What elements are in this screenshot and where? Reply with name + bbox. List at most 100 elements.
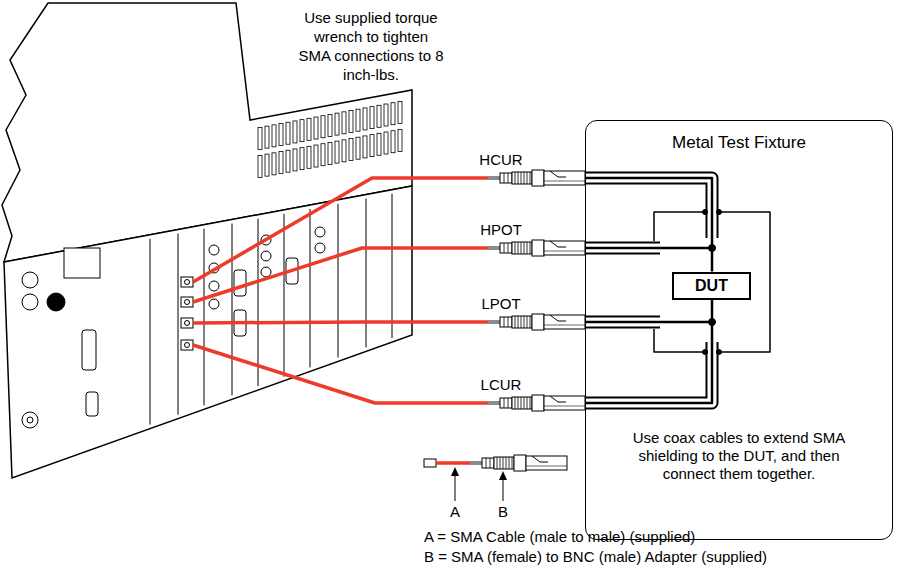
label-holder: A = SMA Cable (male to male) (supplied) [424,528,894,546]
coax-center-conductor [586,178,712,272]
vent-slit [293,149,297,171]
bnc-port [22,272,38,288]
vent-slit [377,133,381,155]
vent-slit [272,125,276,147]
label-holder: Use supplied torque wrench to tighten SM… [296,8,446,84]
vent-slit [272,153,276,175]
vent-slit [391,103,395,125]
sma-nut [500,173,512,183]
instruction-note: Use supplied torque wrench to tighten SM… [296,8,446,84]
cable-sleeve [470,461,482,465]
knurl-line [521,172,522,184]
callout-definition: A = SMA Cable (male to male) (supplied) [424,528,894,546]
cable-sleeve [488,401,500,405]
knurl-line [530,397,531,409]
bnc-collar [532,240,544,256]
vent-slit [370,135,374,157]
port-socket [261,251,271,261]
vent-slit [300,120,304,142]
leader-arrowhead [451,467,459,476]
bnc-collar [532,170,544,186]
dsub-connector [82,330,96,370]
vent-slit [258,155,262,177]
sma-cable [193,248,488,302]
knurl-line [524,316,525,328]
vent-slit [300,148,304,170]
knurl-line [509,457,510,469]
nut-edge [504,398,505,408]
vent-slit [370,107,374,129]
sma-port [181,318,193,328]
bayonet-slot [550,396,566,402]
vent-slit [328,114,332,136]
barrel-edge [526,466,567,467]
vent-slit [356,137,360,159]
vent-slit [349,139,353,161]
knurl-line [530,242,531,254]
sma-cable [193,345,488,403]
bnc-barrel [526,456,567,470]
bayonet-slot [550,241,566,247]
shield-tie-wire [654,212,705,241]
bnc-barrel [544,396,585,410]
port-socket [315,243,325,253]
label-holder: B = SMA (female) to BNC (male) Adapter (… [424,548,894,566]
sma-bnc-adapter [488,395,585,411]
knurl-line [518,316,519,328]
vent-slit [377,105,381,127]
adapter-body [512,242,532,254]
nut-edge [508,317,509,327]
leader-arrowhead [499,471,507,480]
sma-bnc-adapter [488,170,585,186]
card-slot-edge [366,199,367,348]
knurl-line [527,316,528,328]
cable-sample [424,455,567,501]
sma-bnc-adapter [488,240,585,256]
vent-slit [307,118,311,140]
vent-slit [356,109,360,131]
vent-slit [363,108,367,130]
vent-slit [265,126,269,148]
bnc-barrel [544,171,585,185]
card-slot-edge [204,229,205,406]
knurl-line [515,172,516,184]
sma-port-pin [185,300,190,305]
vent-slit [335,141,339,163]
card-slot-edge [284,214,285,377]
knurl-line [515,316,516,328]
vent-slit [293,121,297,143]
vent-slit [265,154,269,176]
vent-slit [335,113,339,135]
card-slot-edge [392,194,393,338]
coax-dielectric [586,178,712,238]
sma-nut [500,317,512,327]
knurl-line [521,242,522,254]
vent-slit [384,104,388,126]
nut-edge [504,173,505,183]
callout-letter: B [493,503,513,521]
vent-grille [258,101,402,177]
sma-cable [436,461,470,465]
coax-center-conductor [586,321,712,324]
knurl-line [506,457,507,469]
junction-dot [703,210,708,215]
bnc-port [22,294,38,310]
sma-port [181,277,193,287]
junction-dot [703,350,708,355]
port-socket [315,227,325,237]
knurl-line [527,397,528,409]
vent-slit [321,144,325,166]
nut-edge [508,398,509,408]
barrel-edge [544,406,585,407]
port-socket [209,245,219,255]
knurl-line [521,397,522,409]
knurl-line [524,397,525,409]
sma-cable [193,178,488,282]
barrel-edge [544,325,585,326]
coax-shield [586,342,712,403]
vent-slit [307,146,311,168]
bnc-collar [532,395,544,411]
node-heading: DUT [674,274,749,298]
